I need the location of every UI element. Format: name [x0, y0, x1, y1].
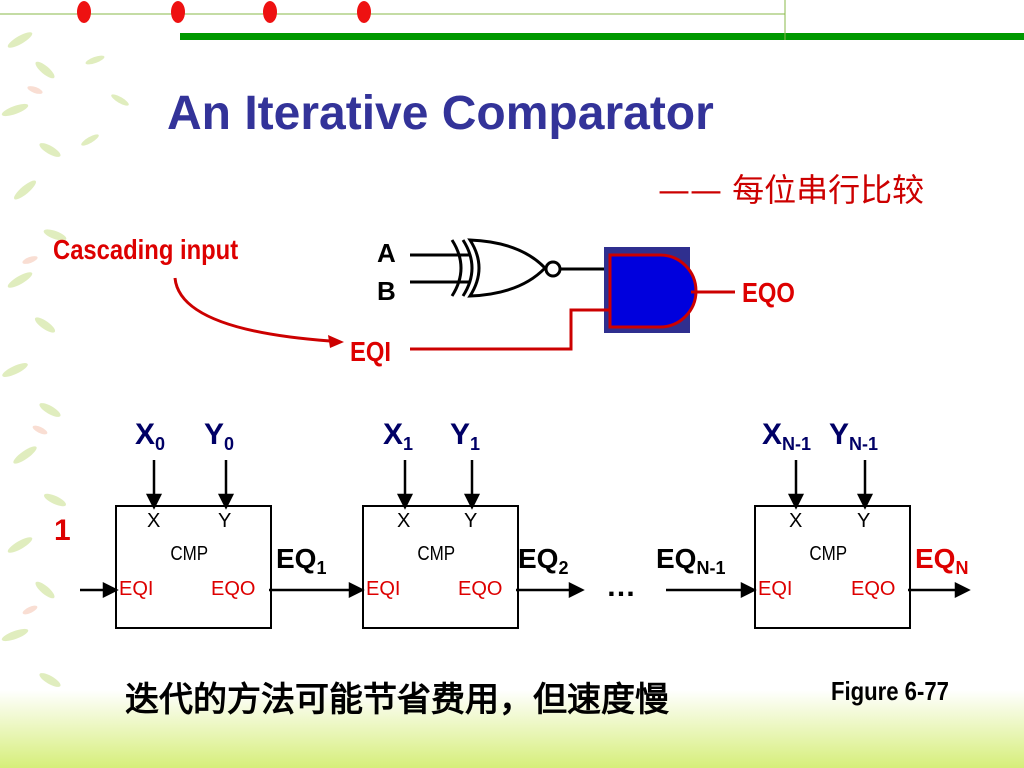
signal-eqn: EQN	[915, 543, 969, 578]
and-gate	[410, 247, 735, 351]
cmp-cell-0-eqi: EQI	[119, 578, 154, 600]
cmp-cell-0-name: CMP	[170, 543, 209, 565]
cascading-input-label: Cascading input	[53, 234, 239, 265]
cmp-cell-1-port-x: X	[397, 510, 411, 532]
note-text: 迭代的方法可能节省费用，但速度慢	[125, 680, 669, 720]
cmp-cell-0-port-x: X	[147, 510, 161, 532]
cascading-arrow	[173, 277, 344, 348]
cmp-cell-n-1-port-x: X	[789, 510, 803, 532]
cmp-cell-n-1-port-y: Y	[857, 510, 871, 532]
initial-value: 1	[54, 514, 71, 547]
input-yn-1: YN-1	[829, 418, 879, 454]
xnor-gate	[410, 238, 608, 298]
input-y1: Y1	[450, 418, 481, 454]
gate-output-eqo: EQO	[742, 277, 795, 308]
cmp-cell-n-1	[754, 505, 911, 629]
signal-eqn-1: EQN-1	[656, 543, 726, 578]
figure-caption: Figure 6-77	[831, 676, 949, 706]
input-x1: X1	[383, 418, 414, 454]
ellipsis: …	[606, 570, 636, 603]
signal-eq1: EQ1	[276, 543, 327, 578]
input-x0: X0	[135, 418, 166, 454]
gate-input-eqi: EQI	[350, 336, 391, 367]
cmp-cell-0-port-y: Y	[218, 510, 232, 532]
cmp-cell-0	[115, 505, 272, 629]
cmp-cell-1-eqi: EQI	[366, 578, 401, 600]
gate-input-a: A	[377, 238, 396, 268]
signal-eq2: EQ2	[518, 543, 569, 578]
input-xn-1: XN-1	[762, 418, 812, 454]
cmp-cell-n-1-name: CMP	[809, 543, 848, 565]
cmp-cell-1-name: CMP	[417, 543, 456, 565]
cmp-cell-n-1-eqo: EQO	[851, 578, 896, 600]
cmp-cell-1-eqo: EQO	[458, 578, 503, 600]
slide-subtitle: —— 每位串行比较	[658, 171, 925, 209]
input-y0: Y0	[204, 418, 235, 454]
cmp-cell-1-port-y: Y	[464, 510, 478, 532]
cmp-cell-1	[362, 505, 519, 629]
gate-input-b: B	[377, 276, 396, 306]
cmp-cell-n-1-eqi: EQI	[758, 578, 793, 600]
slide-title: An Iterative Comparator	[167, 87, 714, 140]
cmp-cell-0-eqo: EQO	[211, 578, 256, 600]
